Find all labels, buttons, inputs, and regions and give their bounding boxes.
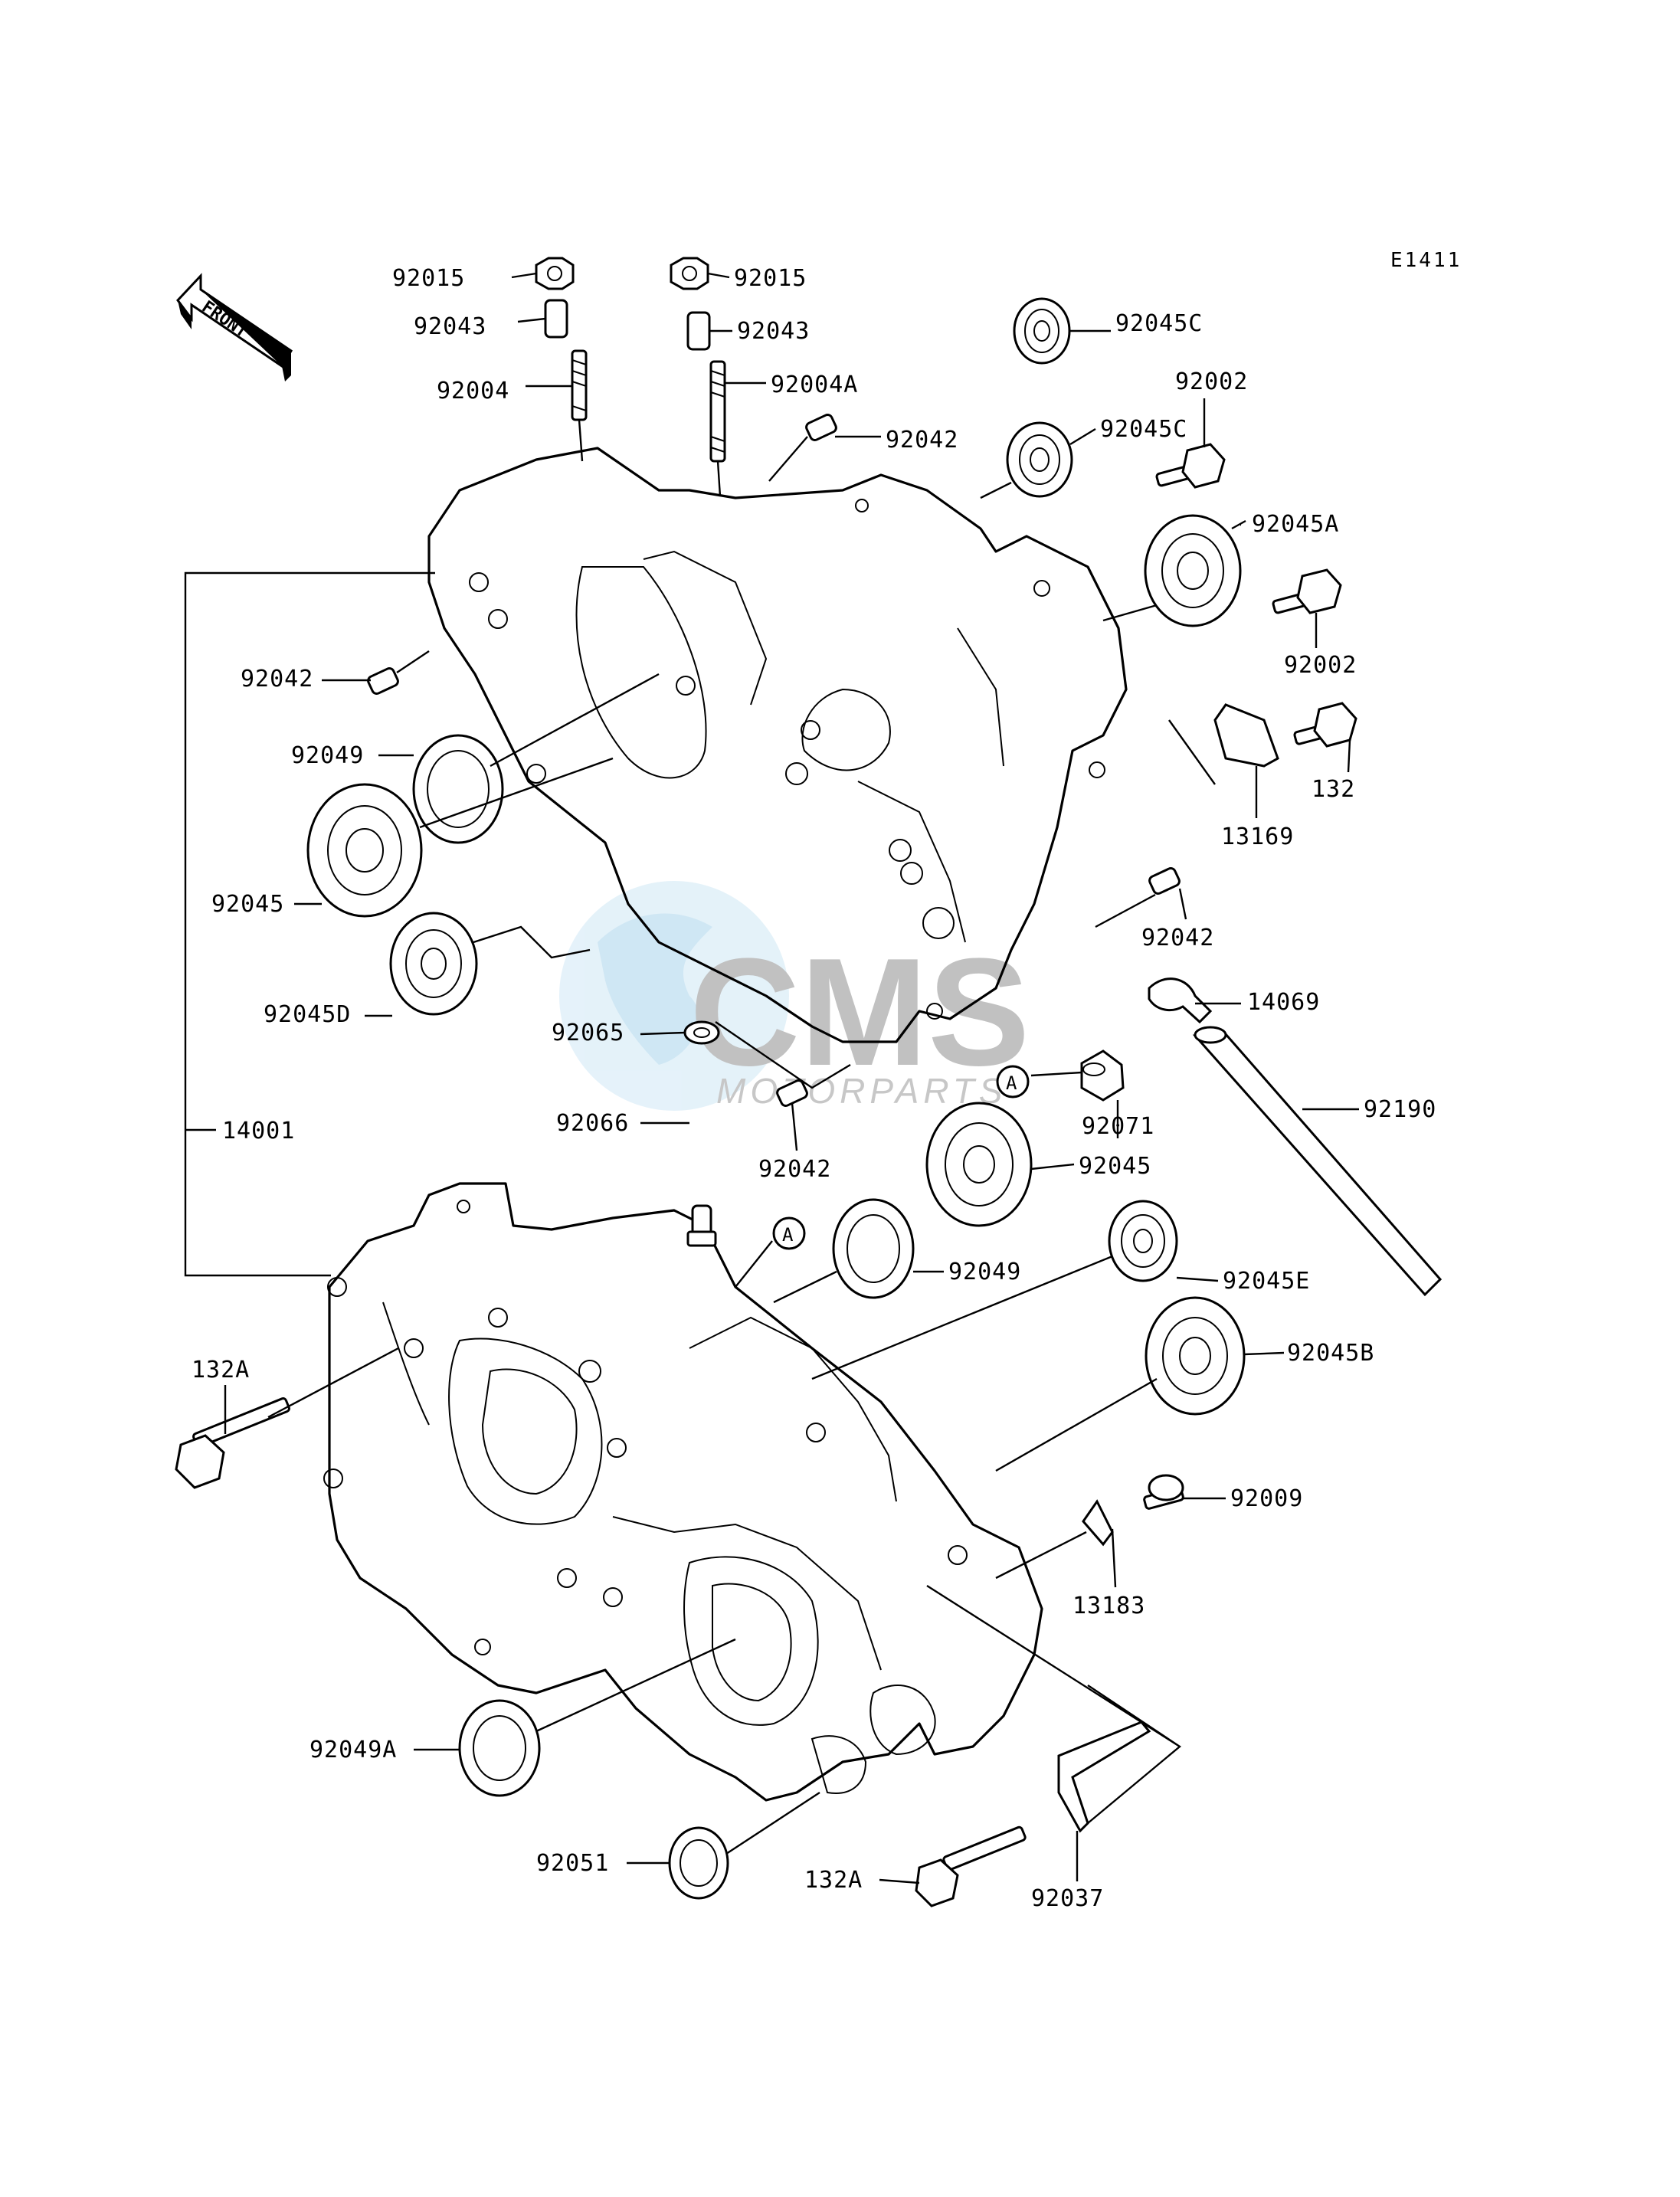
bearing-92045c-top: [1013, 297, 1071, 365]
bearing-92045-mid: [925, 1102, 1033, 1227]
diagram-code: E1411: [1390, 249, 1462, 272]
label-92042-top: 92042: [886, 427, 958, 453]
dowel-92042-left: [367, 666, 399, 696]
label-92045b: 92045B: [1287, 1340, 1374, 1367]
label-92042-right: 92042: [1141, 925, 1214, 951]
label-92015-left: 92015: [392, 265, 465, 292]
label-92049-mid: 92049: [948, 1259, 1021, 1285]
front-label: FRONT: [198, 297, 251, 342]
front-arrow-icon: FRONT: [176, 273, 293, 381]
label-92045c-mid: 92045C: [1100, 416, 1187, 443]
bearing-92045a: [1144, 514, 1242, 627]
plate-13169: [1213, 703, 1279, 768]
nut-92015-left: [535, 257, 575, 290]
seal-92049-top: [412, 734, 504, 844]
leader-lines: [224, 272, 1359, 1884]
dowel-92042-mid: [776, 1079, 808, 1108]
plug-92066: [686, 1204, 717, 1247]
label-92009: 92009: [1230, 1485, 1303, 1512]
label-132: 132: [1312, 776, 1355, 803]
upper-crankcase: [427, 447, 1128, 1043]
ref-marker-a-2: A: [772, 1216, 806, 1250]
label-13183: 13183: [1073, 1593, 1145, 1619]
label-92051: 92051: [536, 1850, 609, 1877]
label-92045c-top: 92045C: [1115, 310, 1203, 337]
label-92049a: 92049A: [309, 1737, 397, 1763]
label-132a-left: 132A: [192, 1357, 250, 1383]
label-92066: 92066: [556, 1110, 629, 1137]
cap-92071: [1080, 1049, 1125, 1102]
label-92002-top: 92002: [1175, 368, 1248, 395]
guide-92037: [1057, 1721, 1151, 1833]
bearing-92045c-mid: [1006, 421, 1073, 498]
label-92043-right: 92043: [737, 318, 810, 345]
label-92015-right: 92015: [734, 265, 807, 292]
label-13169: 13169: [1221, 823, 1294, 850]
label-132a-bot: 132A: [804, 1867, 863, 1894]
label-92049-top: 92049: [291, 742, 364, 769]
collar-92043-right: [686, 311, 711, 351]
label-92045a: 92045A: [1252, 511, 1339, 538]
fitting-14069: [1148, 977, 1213, 1024]
lower-crankcase: [323, 1182, 1043, 1802]
bolt-132a-bot: [915, 1825, 1027, 1907]
bearing-92045e: [1108, 1200, 1178, 1282]
stud-92004a: [709, 360, 726, 463]
label-92037: 92037: [1031, 1885, 1104, 1912]
collar-92043-left: [544, 299, 568, 339]
bolt-132: [1293, 702, 1357, 748]
watermark-sub: MOTORPARTS: [716, 1071, 1007, 1111]
stud-92004: [571, 349, 588, 421]
dowel-92042-right: [1148, 866, 1181, 895]
label-92002-bot: 92002: [1284, 652, 1357, 679]
label-92190: 92190: [1364, 1096, 1436, 1123]
bolt-92002-top: [1155, 443, 1226, 489]
ref-marker-a-1: A: [996, 1065, 1030, 1098]
watermark: CMS MOTORPARTS: [559, 881, 1030, 1111]
label-92004: 92004: [437, 378, 509, 404]
seal-92049-mid: [832, 1198, 915, 1299]
seal-92051: [668, 1826, 729, 1900]
label-92045-left: 92045: [211, 891, 284, 918]
dowel-92042-top: [805, 413, 837, 442]
part-labels: 92015 92015 92043 92043 92004 92004A 920…: [192, 265, 1436, 1912]
label-92042-left: 92042: [241, 666, 313, 692]
bearing-92045d: [389, 912, 478, 1016]
seal-92049a: [458, 1699, 541, 1797]
bracket-14001: [184, 571, 435, 1277]
svg-text:A: A: [782, 1224, 794, 1246]
bolt-92002-bot: [1272, 568, 1342, 614]
label-92065: 92065: [552, 1020, 624, 1046]
plate-13183: [1082, 1499, 1114, 1547]
label-92004a: 92004A: [771, 372, 858, 398]
nut-92015-right: [670, 257, 709, 290]
label-14069: 14069: [1247, 989, 1320, 1016]
label-92045e: 92045E: [1223, 1268, 1310, 1295]
svg-text:A: A: [1006, 1072, 1017, 1094]
label-92043-left: 92043: [414, 313, 486, 340]
hose-92190: [1192, 1026, 1443, 1297]
washer-92065: [683, 1020, 720, 1045]
label-92042-mid: 92042: [758, 1156, 831, 1183]
label-92071: 92071: [1082, 1113, 1154, 1140]
label-14001: 14001: [222, 1118, 295, 1144]
label-92045d: 92045D: [264, 1001, 351, 1028]
bolt-132a-left: [175, 1397, 290, 1489]
bolt-92009: [1143, 1474, 1184, 1510]
label-92045-mid: 92045: [1079, 1153, 1151, 1180]
watermark-brand: CMS: [689, 927, 1030, 1098]
bearing-92045-left: [306, 783, 423, 918]
bearing-92045b: [1145, 1296, 1246, 1416]
